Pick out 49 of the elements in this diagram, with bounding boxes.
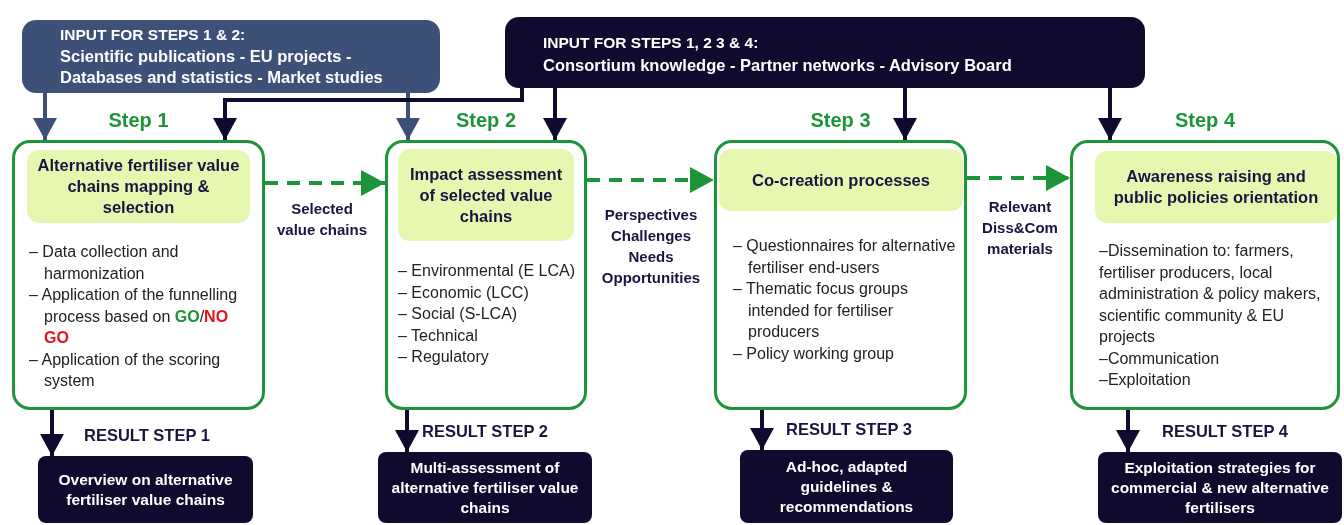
arrow	[40, 410, 64, 456]
arrow	[396, 93, 420, 140]
step-heading: Step 1	[107, 109, 170, 132]
arrow	[395, 410, 419, 452]
arrow	[265, 170, 385, 196]
bullet-item: – Social (S-LCA)	[398, 304, 519, 324]
bullet-item: – Application of the funnelling process based on GO/NO GO	[29, 285, 239, 348]
arrow	[587, 167, 714, 193]
bullet-item: – Environmental (E LCA)	[398, 261, 576, 281]
arrow	[967, 165, 1070, 191]
step-title-box: Alternative fertiliser value chains mapping & selection	[27, 150, 250, 223]
input-text: Consortium knowledge - Partner networks - Advisory Board	[543, 55, 1013, 76]
arrow	[1098, 88, 1122, 140]
arrow	[543, 88, 567, 140]
bullet-item: – Questionnaires for alternative fertiliser end-users	[733, 236, 957, 278]
result-heading: RESULT STEP 4	[1162, 421, 1288, 441]
arrow	[750, 410, 774, 450]
arrow	[893, 88, 917, 140]
step-title-box: Awareness raising and public policies orientation	[1095, 151, 1337, 223]
step-heading: Step 4	[1174, 109, 1236, 132]
bullet-item: – Thematic focus groups intended for fertiliser producers	[733, 279, 909, 342]
bullet-item: –Exploitation	[1099, 370, 1192, 390]
input-text: Scientific publications - EU projects - Databases and statistics - Market studies	[60, 46, 384, 88]
result-text: Exploitation strategies for commercial & new alternative fertilisers	[1110, 457, 1330, 518]
step-title-box: Impact assessment of selected value chains	[398, 149, 574, 241]
bullet-item: – Technical	[398, 325, 479, 346]
bullet-item: – Application of the scoring system	[29, 349, 222, 391]
bullet-item: – Regulatory	[398, 347, 490, 367]
arrow	[33, 93, 57, 140]
input-box	[22, 20, 440, 93]
result-heading: RESULT STEP 2	[422, 421, 548, 441]
step-heading: Step 3	[809, 109, 872, 132]
bullet-item: – Economic (LCC)	[398, 282, 530, 303]
step-heading: Step 2	[455, 109, 517, 132]
bullet-item: –Dissemination to: farmers, fertiliser producers, local administration & policy makers, scientific community & EU projects	[1099, 241, 1322, 347]
input-box	[505, 17, 1145, 88]
bullet-item: – Policy working group	[733, 343, 895, 364]
result-text: Multi-assessment of alternative fertiliser value chains	[390, 457, 580, 518]
result-text: Ad-hoc, adapted guidelines & recommendations	[778, 456, 915, 517]
arrow	[213, 88, 524, 140]
input-heading: INPUT FOR STEPS 1, 2 3 & 4:	[543, 34, 759, 52]
input-heading: INPUT FOR STEPS 1 & 2:	[60, 26, 246, 44]
arrow	[1116, 410, 1140, 452]
bullet-item: – Data collection and harmonization	[29, 242, 180, 284]
result-heading: RESULT STEP 3	[786, 419, 912, 439]
result-heading: RESULT STEP 1	[84, 425, 210, 445]
step-title-box: Co-creation processes	[719, 149, 963, 211]
bullet-item: –Communication	[1099, 348, 1221, 369]
result-text: Overview on alternative fertiliser value chains	[57, 469, 234, 510]
